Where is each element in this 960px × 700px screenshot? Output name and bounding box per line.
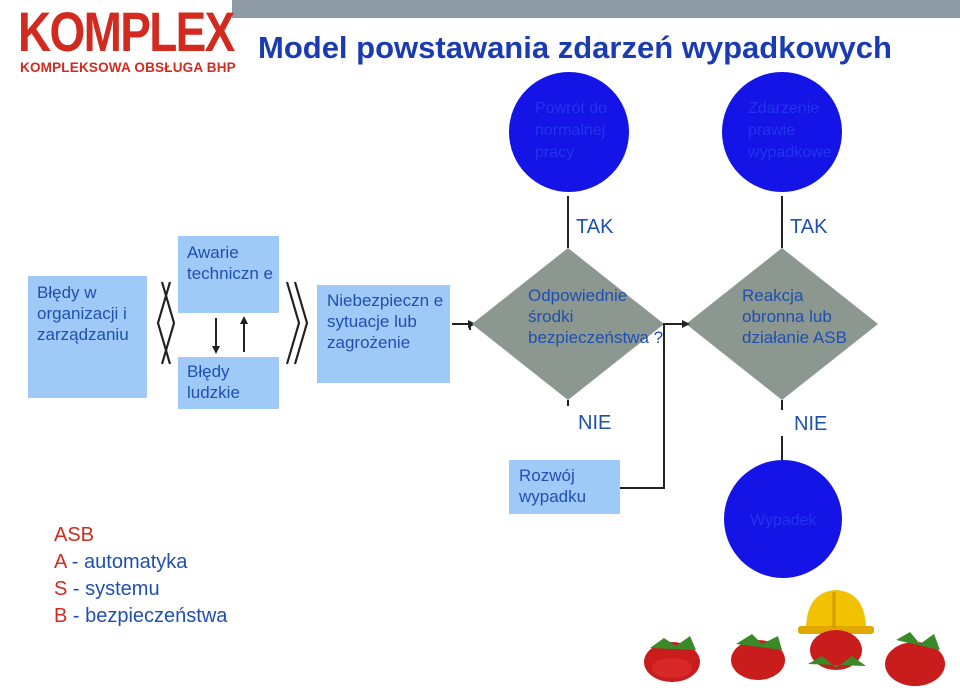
node-awarie-techniczne-label: Awarie techniczn e: [187, 243, 273, 283]
diamond-reakcja-label: Reakcja obronna lub działanie ASB: [742, 286, 847, 347]
legend-item-a: A - automatyka: [54, 549, 227, 576]
diamond-reakcja: [686, 248, 878, 400]
diamond-odpowiednie-label: Odpowiednie środki bezpieczeństwa ?: [528, 286, 664, 347]
node-bledy-ludzkie-label: Błędy ludzkie: [187, 362, 240, 402]
logo: KOMPLEX KOMPLEKSOWA OBSŁUGA BHP: [0, 0, 236, 80]
node-powrot-label: Powrót do normalnej pracy: [535, 100, 608, 161]
label-nie-2: NIE: [794, 413, 828, 435]
legend-text: - automatyka: [66, 551, 188, 573]
label-tak-1: TAK: [576, 216, 614, 238]
node-bledy-ludzkie: Błędy ludzkie: [178, 357, 279, 409]
node-zdarzenie-prawie-label: Zdarzenie prawie wypadkowe: [748, 100, 832, 161]
node-wypadek-label: Wypadek: [750, 512, 817, 529]
legend-key: S: [54, 578, 68, 600]
node-awarie-techniczne: Awarie techniczn e: [178, 236, 279, 313]
strawberry-icon: [885, 632, 945, 686]
node-rozwoj-wypadku-label: Rozwój wypadku: [519, 466, 587, 506]
legend-text: - bezpieczeństwa: [67, 605, 228, 627]
legend: ASB A - automatyka S - systemu B - bezpi…: [54, 522, 227, 630]
legend-item-b: B - bezpieczeństwa: [54, 603, 227, 630]
label-nie-1: NIE: [578, 412, 612, 434]
bracket-right-2: [285, 281, 301, 365]
legend-item-s: S - systemu: [54, 576, 227, 603]
strawberry-icon: [731, 634, 785, 680]
legend-key: A: [54, 551, 67, 573]
node-rozwoj-wypadku: Rozwój wypadku: [509, 460, 620, 514]
legend-text: - systemu: [67, 578, 160, 600]
logo-subtitle: KOMPLEKSOWA OBSŁUGA BHP: [20, 60, 236, 75]
page-title: Model powstawania zdarzeń wypadkowych: [258, 30, 892, 65]
node-niebezpieczne-sytuacje-label: Niebezpieczn e sytuacje lub zagrożenie: [327, 291, 444, 352]
node-wypadek: Wypadek: [724, 460, 842, 578]
node-bledy-w-organizacji: Błędy w organizacji i zarządzaniu: [28, 276, 147, 398]
bracket-right-3: [293, 281, 309, 365]
node-powrot: Powrót do normalnej pracy: [509, 72, 629, 192]
logo-main-text: KOMPLEX: [18, 0, 235, 63]
strawberry-icon: [808, 630, 866, 670]
strawberry-icon: [644, 636, 700, 682]
node-niebezpieczne-sytuacje: Niebezpieczn e sytuacje lub zagrożenie: [317, 285, 450, 383]
top-bar: [0, 0, 960, 18]
label-tak-2: TAK: [790, 216, 828, 238]
legend-key: B: [54, 605, 68, 627]
node-zdarzenie-prawie: Zdarzenie prawie wypadkowe: [722, 72, 842, 192]
node-bledy-w-organizacji-label: Błędy w organizacji i zarządzaniu: [37, 283, 129, 344]
bracket-right-1: [160, 281, 176, 365]
diamond-odpowiednie: [472, 248, 664, 400]
legend-title: ASB: [54, 524, 95, 546]
helmet-icon: [798, 590, 874, 634]
